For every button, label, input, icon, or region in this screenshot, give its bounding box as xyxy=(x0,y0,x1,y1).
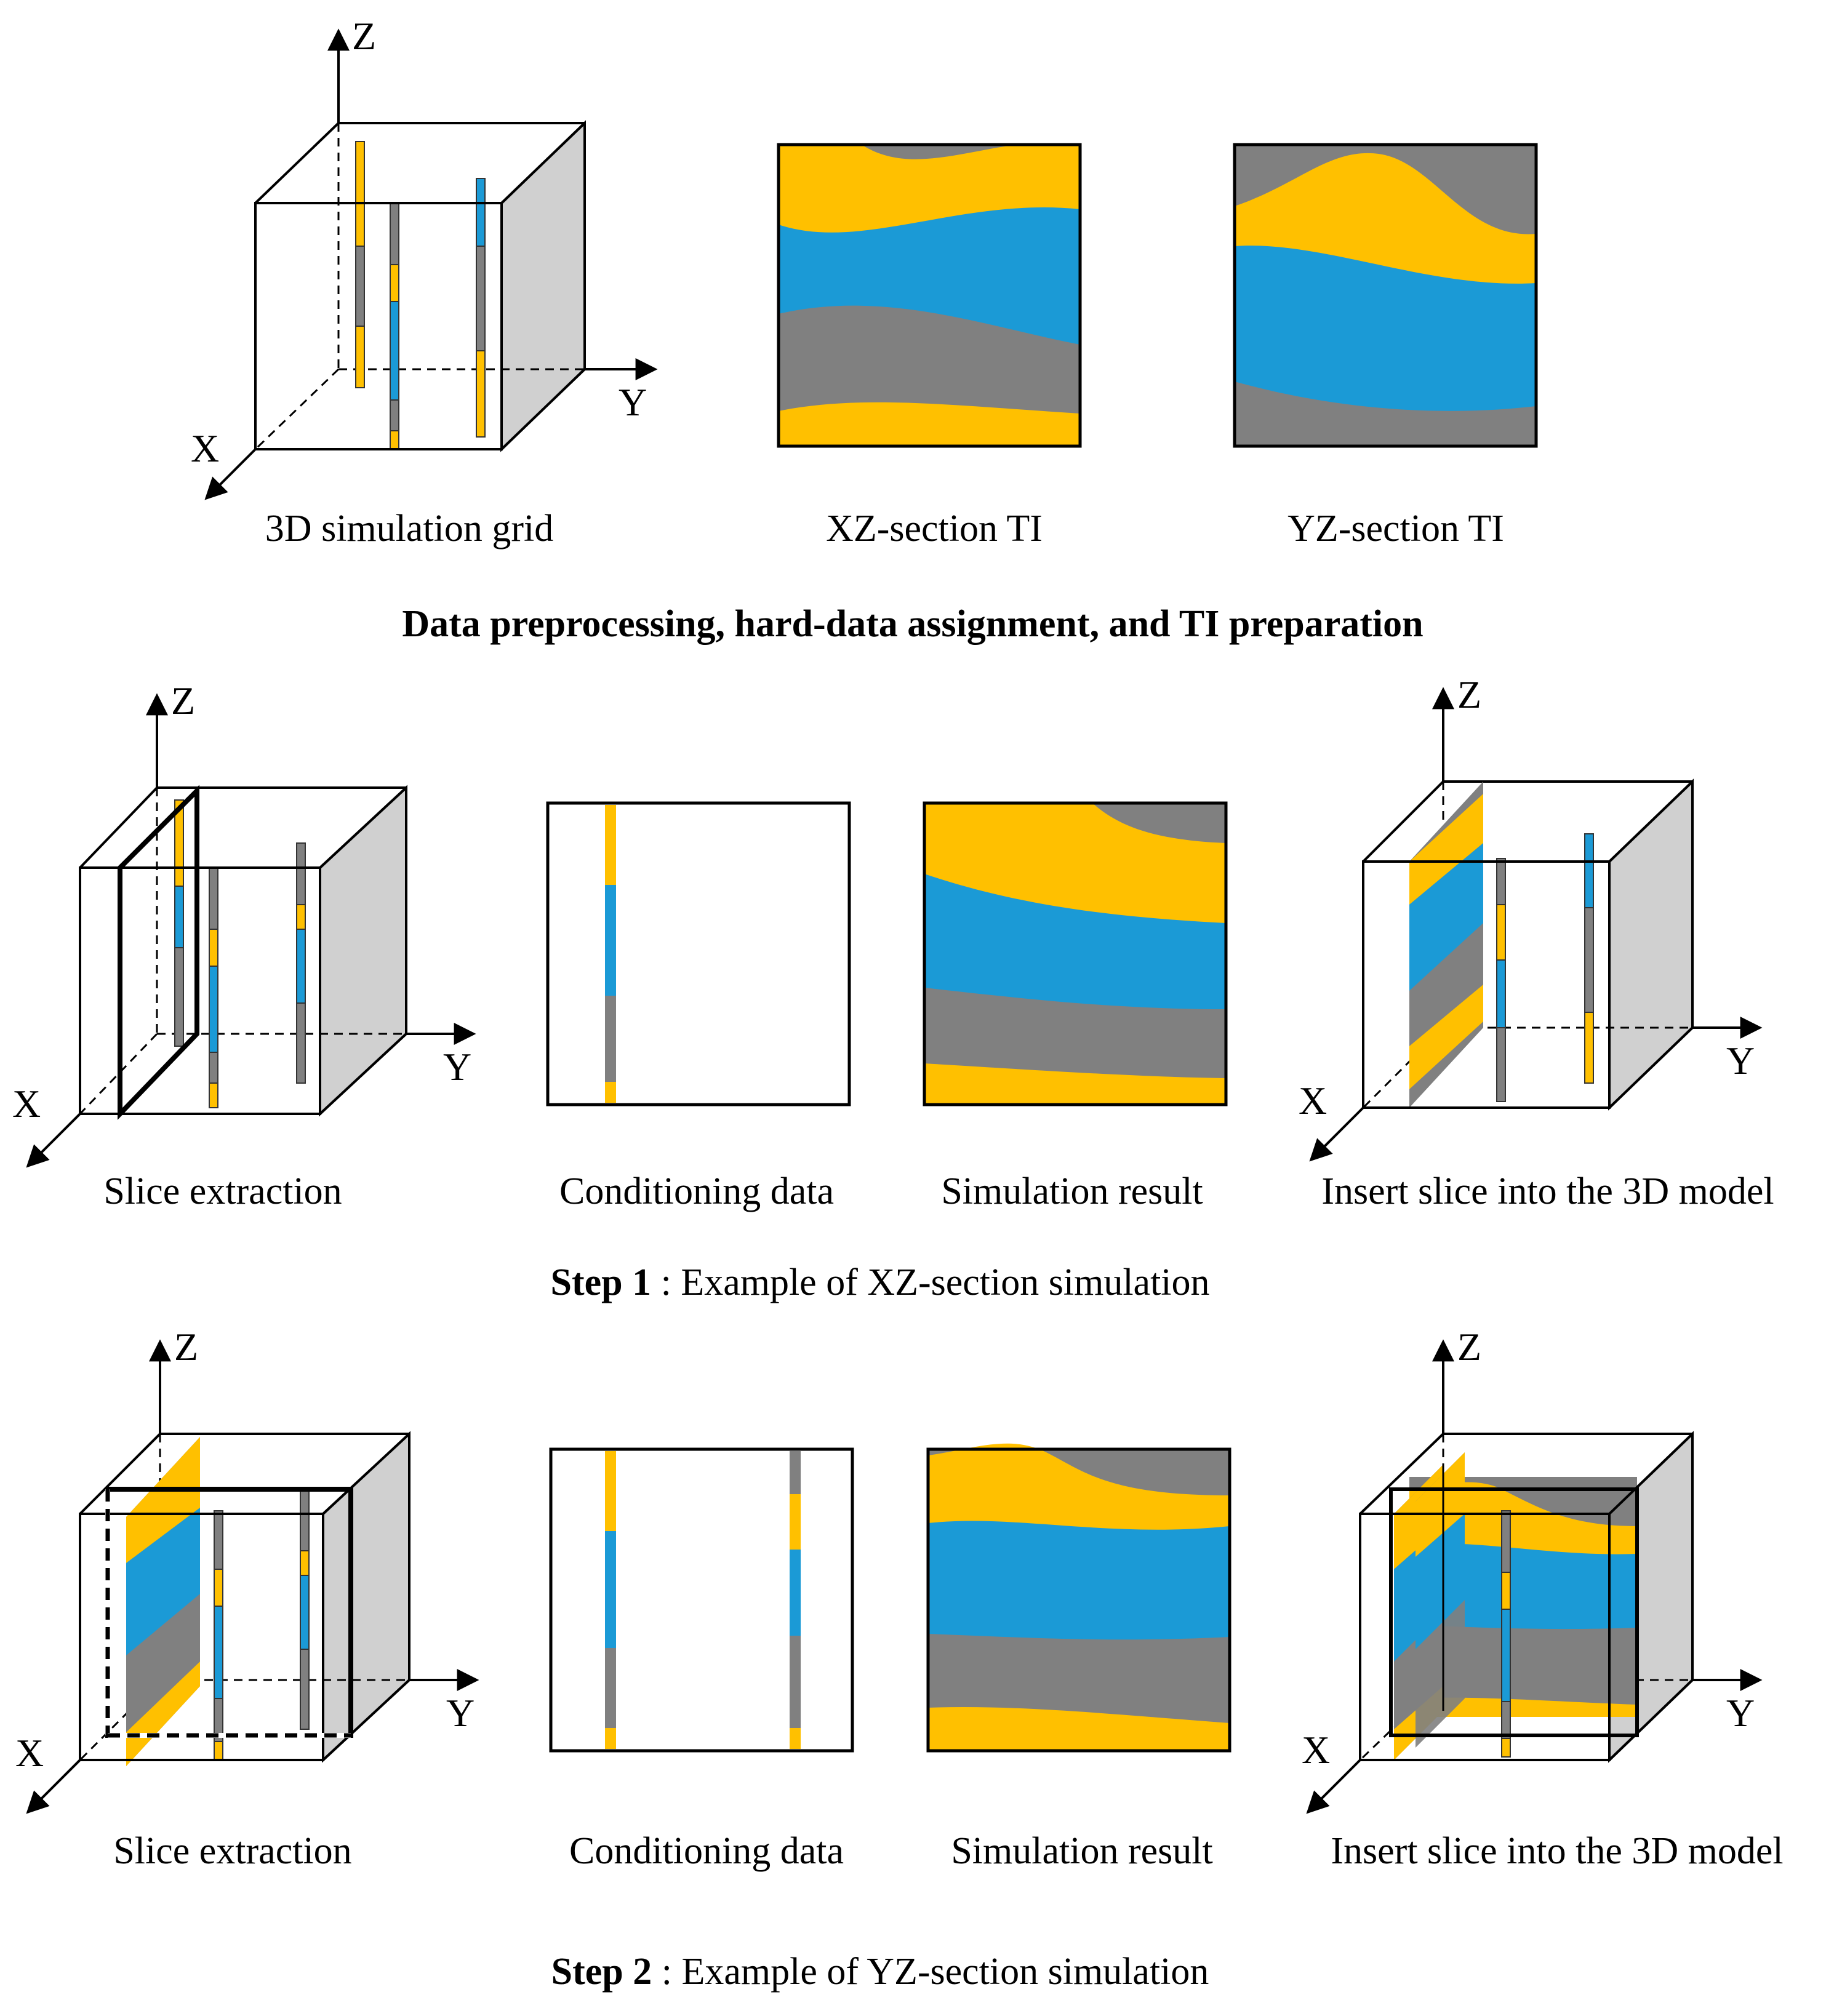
caption-insert-slice: Insert slice into the 3D model xyxy=(1321,1170,1774,1212)
caption-conditioning-data: Conditioning data xyxy=(559,1170,835,1212)
y-axis-label: Y xyxy=(443,1045,471,1089)
y-axis-label: Y xyxy=(1726,1691,1755,1735)
caption-conditioning-data: Conditioning data xyxy=(569,1830,844,1872)
section-title-preprocessing: Data preprocessing, hard-data assignment… xyxy=(402,603,1424,645)
caption-xz-section-ti: XZ-section TI xyxy=(826,508,1043,550)
caption-yz-section-ti: YZ-section TI xyxy=(1287,508,1504,550)
y-axis-label: Y xyxy=(446,1691,475,1735)
xz-section-ti xyxy=(777,143,1082,448)
x-axis-label: X xyxy=(12,1082,41,1126)
step2-title: Step 2 : Example of YZ-section simulatio… xyxy=(551,1953,1209,1991)
y-axis-label: Y xyxy=(619,380,647,424)
caption-insert-slice: Insert slice into the 3D model xyxy=(1331,1830,1784,1872)
caption-simulation-result: Simulation result xyxy=(951,1830,1213,1872)
caption-3d-simulation-grid: 3D simulation grid xyxy=(265,508,554,550)
z-axis-label: Z xyxy=(1457,1325,1481,1369)
caption-simulation-result: Simulation result xyxy=(941,1170,1203,1212)
row1-3d-grid xyxy=(204,28,658,500)
y-axis-label: Y xyxy=(1726,1039,1755,1082)
z-axis-label: Z xyxy=(352,14,376,58)
x-axis-label: X xyxy=(15,1731,44,1775)
step1-title: Step 1 : Example of XZ-section simulatio… xyxy=(550,1263,1209,1302)
x-axis-label: X xyxy=(1302,1728,1330,1772)
z-axis-label: Z xyxy=(174,1325,198,1369)
row3-conditioning-data xyxy=(549,1447,854,1753)
row2-simulation-result xyxy=(923,801,1228,1106)
row2-slice-extraction xyxy=(26,693,476,1168)
yz-section-ti xyxy=(1233,143,1538,448)
step1-label: Step 1 xyxy=(550,1262,652,1303)
z-axis-label: Z xyxy=(171,679,195,722)
step2-text: : Example of YZ-section simulation xyxy=(652,1951,1209,1993)
x-axis-label: X xyxy=(191,426,219,470)
row3-insert-slice xyxy=(1306,1339,1763,1814)
x-axis-label: X xyxy=(1299,1079,1327,1122)
row2-conditioning-data xyxy=(546,801,851,1106)
row3-slice-extraction xyxy=(26,1339,479,1814)
row3-simulation-result xyxy=(926,1443,1231,1753)
caption-slice-extraction: Slice extraction xyxy=(103,1170,342,1212)
step1-text: : Example of XZ-section simulation xyxy=(651,1262,1210,1303)
caption-slice-extraction: Slice extraction xyxy=(113,1830,352,1872)
row2-insert-slice xyxy=(1309,687,1763,1162)
z-axis-label: Z xyxy=(1457,673,1481,716)
step2-label: Step 2 xyxy=(551,1951,652,1993)
